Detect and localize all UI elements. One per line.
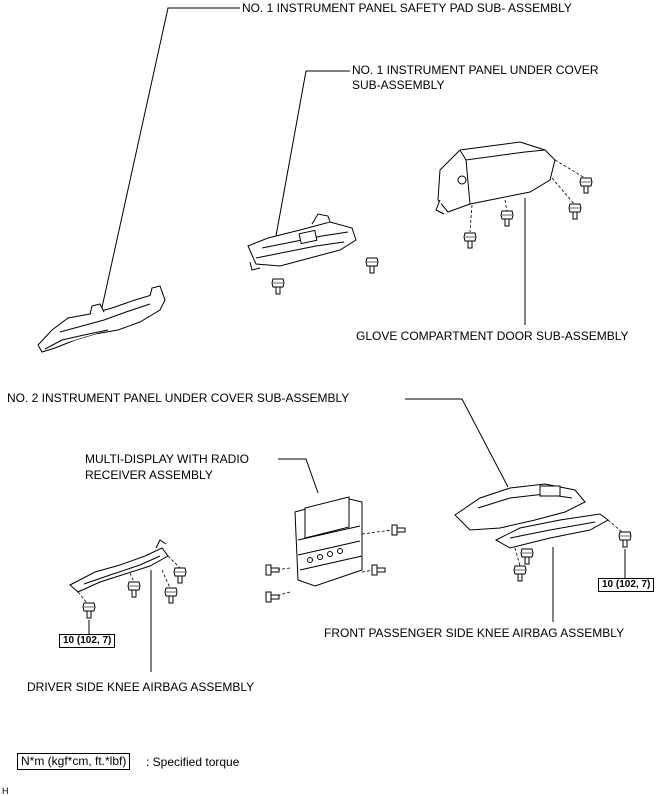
label-under-cover-1-line2: SUB-ASSEMBLY — [352, 78, 445, 92]
passenger-knee-airbag-part — [494, 513, 609, 549]
label-under-cover-1-line1: NO. 1 INSTRUMENT PANEL UNDER COVER — [352, 63, 599, 77]
label-safety-pad: NO. 1 INSTRUMENT PANEL SAFETY PAD SUB- A… — [242, 1, 572, 15]
legend-description: : Specified torque — [146, 755, 240, 769]
label-glove-door: GLOVE COMPARTMENT DOOR SUB-ASSEMBLY — [356, 329, 629, 343]
safety-pad-part — [37, 285, 166, 353]
label-driver-knee-airbag: DRIVER SIDE KNEE AIRBAG ASSEMBLY — [27, 680, 255, 694]
legend-unit-box: N*m (kgf*cm, ft.*lbf) — [17, 753, 131, 770]
label-multi-display-line1: MULTI-DISPLAY WITH RADIO — [85, 452, 250, 466]
label-multi-display-line2: RECEIVER ASSEMBLY — [85, 468, 213, 482]
under-cover-1-part — [247, 213, 357, 271]
label-under-cover-2: NO. 2 INSTRUMENT PANEL UNDER COVER SUB-A… — [7, 391, 350, 405]
corner-mark: H — [2, 786, 9, 796]
multi-display-part — [294, 496, 363, 587]
leader-lines — [100, 7, 554, 672]
driver-knee-airbag-part — [69, 539, 169, 593]
under-cover-2-part — [454, 483, 586, 531]
label-passenger-knee-airbag: FRONT PASSENGER SIDE KNEE AIRBAG ASSEMBL… — [324, 626, 625, 640]
torque-spec-passenger: 10 (102, 7) — [598, 578, 655, 592]
glove-door-part — [435, 141, 556, 215]
torque-spec-driver: 10 (102, 7) — [59, 634, 116, 648]
